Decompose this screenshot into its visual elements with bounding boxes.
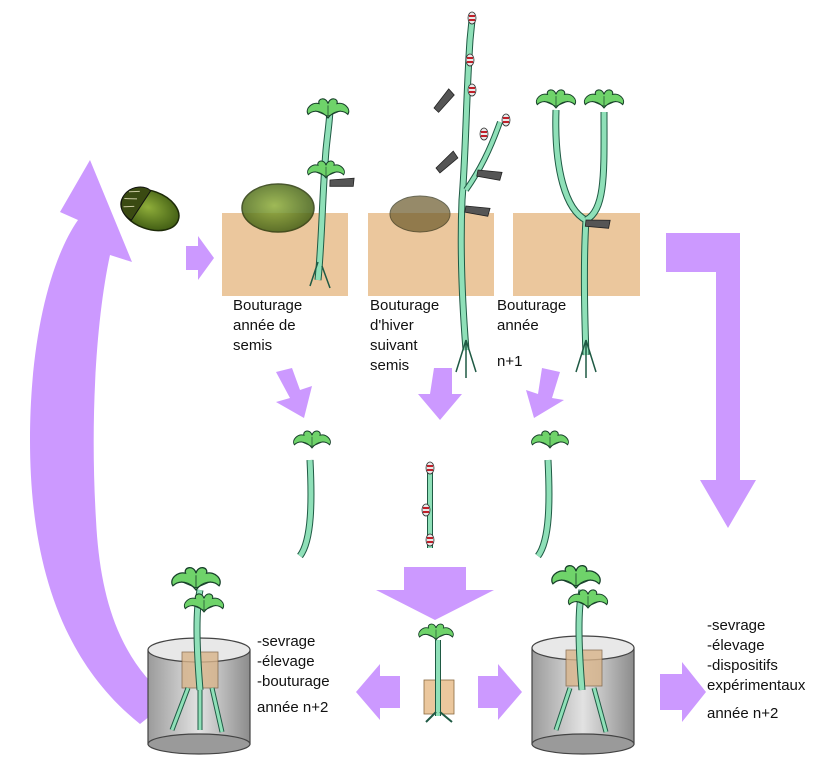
seedling-icon [294, 431, 331, 556]
label-year-sowing: Bouturage année de semis [233, 296, 302, 356]
arrow-icon [186, 236, 214, 280]
arrow-icon [276, 368, 312, 418]
arrow-icon [660, 662, 706, 722]
pot-icon [532, 566, 634, 754]
seedling-icon [532, 431, 569, 556]
arrow-icon [376, 567, 494, 620]
seedling-icon [419, 624, 454, 722]
arrow-icon [526, 368, 564, 418]
cycle-arrow-icon [30, 160, 170, 724]
label-year-n1: Bouturage année n+1 [497, 296, 566, 372]
arrow-icon [356, 664, 400, 720]
label-right-side: -sevrage -élevage -dispositifs expérimen… [707, 616, 805, 724]
label-winter-after: Bouturage d'hiver suivant semis [370, 296, 439, 376]
label-pot-left: -sevrage -élevage -bouturage année n+2 [257, 632, 330, 718]
acorn-icon [115, 181, 185, 238]
pot-icon [148, 568, 250, 754]
seedling-icon [422, 462, 434, 548]
arrow-icon [666, 233, 756, 528]
arrow-icon [478, 664, 522, 720]
soil-block-icon [513, 213, 640, 296]
